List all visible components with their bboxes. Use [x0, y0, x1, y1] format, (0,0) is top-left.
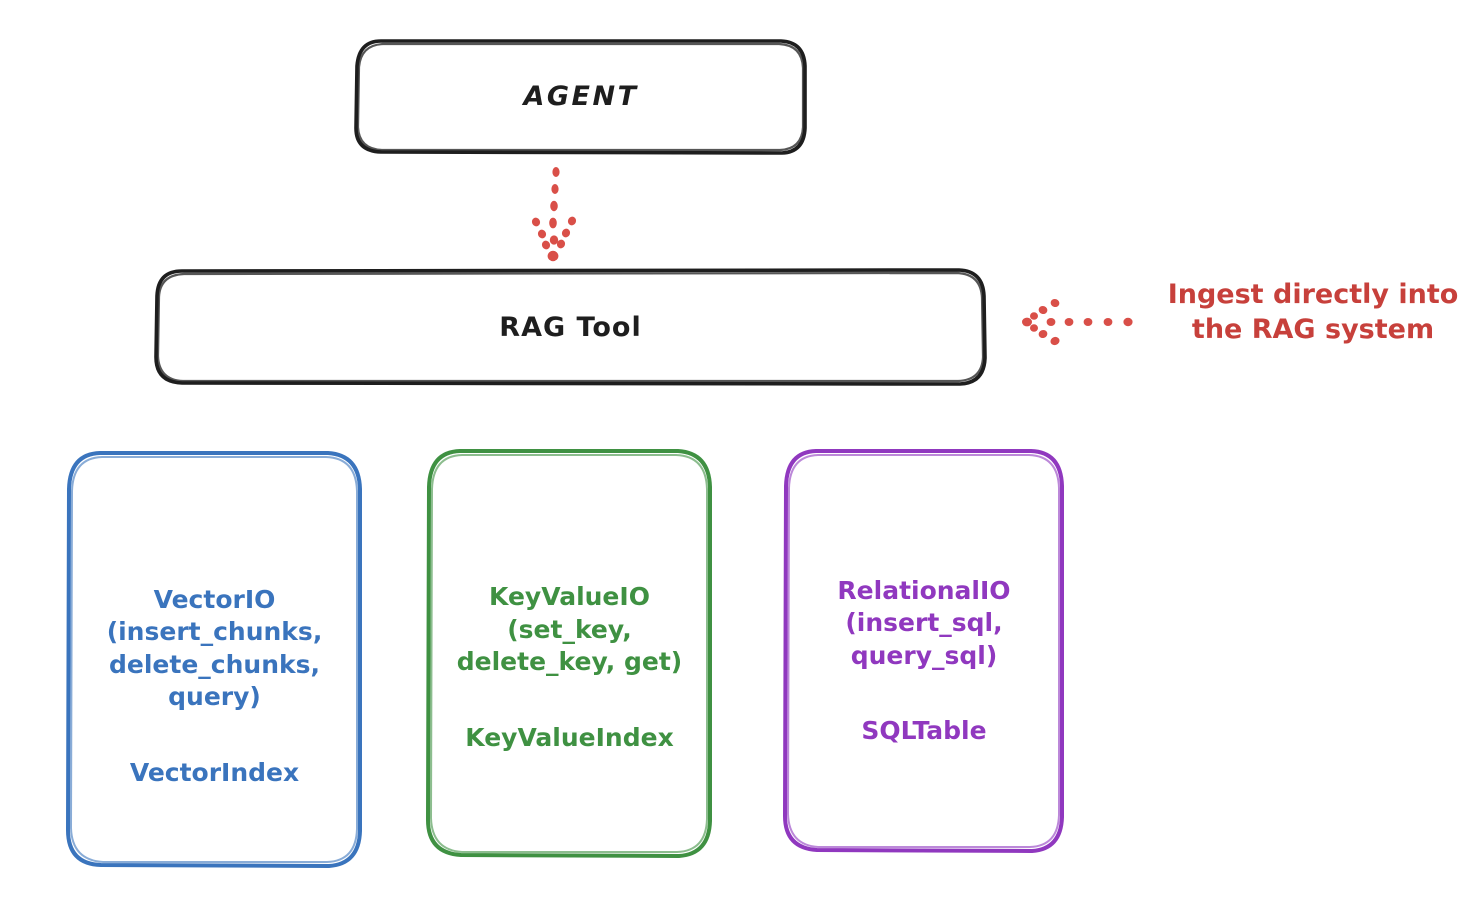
- relationalio-content: RelationalIO (insert_sql, query_sql) SQL…: [837, 575, 1010, 746]
- relationalio-methods: RelationalIO (insert_sql, query_sql): [837, 575, 1011, 670]
- agent-node[interactable]: AGENT: [356, 40, 806, 153]
- keyvalueio-index-label: KeyValueIndex: [465, 722, 674, 752]
- vectorio-node[interactable]: VectorIO (insert_chunks, delete_chunks, …: [68, 452, 361, 866]
- dotted-arrow-down-icon: [531, 167, 577, 262]
- ingest-annotation-text: Ingest directly into the RAG system: [1167, 279, 1459, 345]
- keyvalueio-node[interactable]: KeyValueIO (set_key, delete_key, get) Ke…: [428, 450, 711, 855]
- relationalio-index-label: SQLTable: [861, 716, 987, 746]
- agent-node-label: AGENT: [523, 81, 639, 112]
- keyvalueio-methods: KeyValueIO (set_key, delete_key, get): [456, 582, 683, 677]
- vectorio-index-label: VectorIndex: [129, 757, 300, 787]
- relationalio-node[interactable]: RelationalIO (insert_sql, query_sql) SQL…: [785, 450, 1063, 850]
- vectorio-methods: VectorIO (insert_chunks, delete_chunks, …: [106, 584, 323, 712]
- vectorio-content: VectorIO (insert_chunks, delete_chunks, …: [107, 584, 323, 787]
- keyvalueio-content: KeyValueIO (set_key, delete_key, get) Ke…: [457, 581, 682, 752]
- rag-tool-node[interactable]: RAG Tool: [156, 270, 985, 384]
- rag-tool-node-label: RAG Tool: [499, 311, 642, 343]
- dotted-arrow-left-icon: [1022, 298, 1133, 346]
